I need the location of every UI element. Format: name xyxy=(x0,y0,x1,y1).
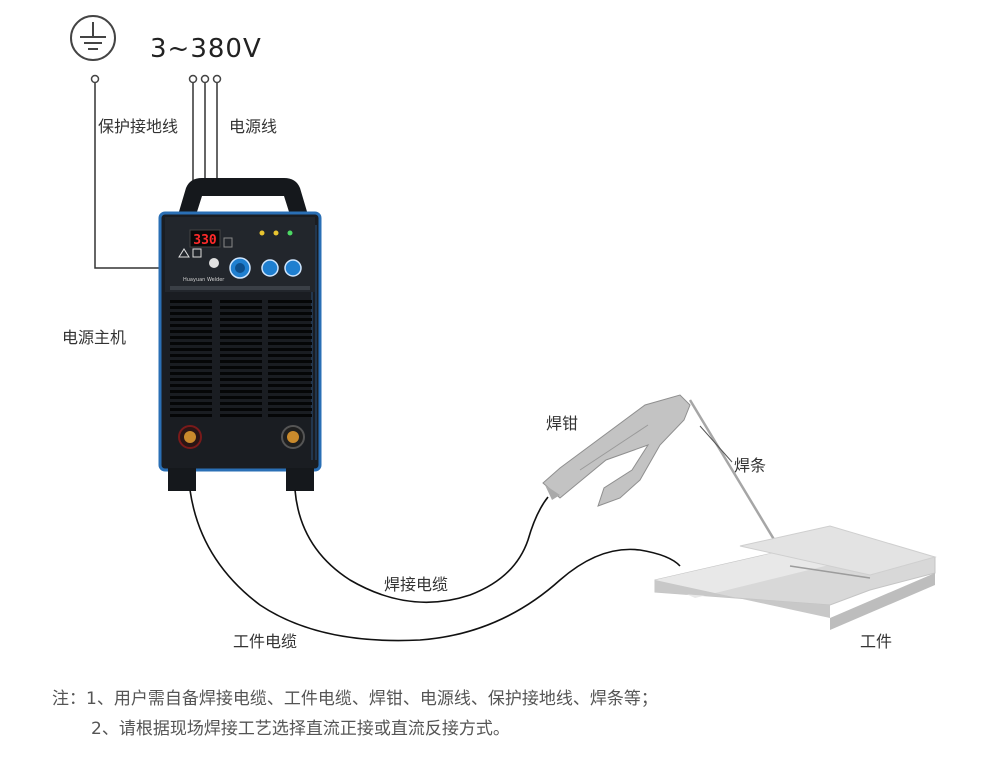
welding-cable-label: 焊接电缆 xyxy=(384,575,449,594)
left-foot xyxy=(168,468,196,491)
vent-slot xyxy=(220,378,262,381)
electrode-label: 焊条 xyxy=(734,456,767,475)
vent-slot xyxy=(170,336,212,339)
vent-slot xyxy=(220,402,262,405)
vent-slot xyxy=(170,306,212,309)
vent-slot xyxy=(268,414,312,417)
vent-slot xyxy=(220,396,262,399)
vent-slot xyxy=(170,378,212,381)
vent-slot xyxy=(268,378,312,381)
vent-slot xyxy=(268,360,312,363)
vent-slot xyxy=(170,300,212,303)
vent-slot xyxy=(220,384,262,387)
ground-wire-label: 保护接地线 xyxy=(98,117,179,136)
vent-slot xyxy=(268,384,312,387)
vent-slot xyxy=(268,318,312,321)
vent-slot xyxy=(220,324,262,327)
note-line-2: 2、请根据现场焊接工艺选择直流正接或直流反接方式。 xyxy=(91,719,510,739)
manual-icon xyxy=(192,248,202,258)
ground-symbol-icon xyxy=(70,15,116,61)
welding-machine: 330 Huayuan Welder xyxy=(158,178,322,491)
warning-icon xyxy=(178,248,190,258)
electrode-holder-label: 焊钳 xyxy=(546,414,579,433)
vent-slot xyxy=(220,300,262,303)
vent-slot xyxy=(268,396,312,399)
wire-terminals xyxy=(90,74,222,84)
arc-force-knob xyxy=(261,259,279,277)
vent-slot xyxy=(170,402,212,405)
vent-slot xyxy=(268,348,312,351)
power-wire-label: 电源线 xyxy=(229,117,278,136)
vent-slot xyxy=(268,336,312,339)
electrode-leader xyxy=(699,425,733,463)
vent-slot xyxy=(220,330,262,333)
vent-slot xyxy=(170,318,212,321)
vent-slot xyxy=(170,330,212,333)
vent-slot xyxy=(220,336,262,339)
vent-slot xyxy=(268,324,312,327)
vent-slot xyxy=(220,318,262,321)
vent-slot xyxy=(268,342,312,345)
vent-slot xyxy=(220,312,262,315)
vent-slot xyxy=(170,354,212,357)
machine-handle xyxy=(178,178,308,215)
indicator-leds xyxy=(259,230,293,236)
display-window xyxy=(189,229,221,248)
vent-slot xyxy=(170,396,212,399)
vent-grille xyxy=(170,300,312,417)
voltage-label: 3~380V xyxy=(150,34,262,64)
vent-slot xyxy=(220,306,262,309)
vent-slot xyxy=(170,348,212,351)
vent-slot xyxy=(170,324,212,327)
vent-slot xyxy=(170,384,212,387)
note-line-1: 注：1、用户需自备焊接电缆、工件电缆、焊钳、电源线、保护接地线、焊条等； xyxy=(52,689,658,709)
vent-slot xyxy=(220,360,262,363)
electrode-holder xyxy=(542,394,691,507)
vent-slot xyxy=(268,390,312,393)
vent-slot xyxy=(170,408,212,411)
right-foot xyxy=(286,468,314,491)
vent-slot xyxy=(170,390,212,393)
vent-slot xyxy=(220,408,262,411)
vent-slot xyxy=(170,366,212,369)
vent-slot xyxy=(220,372,262,375)
output-terminals xyxy=(178,425,305,449)
power-unit-label: 电源主机 xyxy=(62,328,127,347)
workpiece xyxy=(654,525,937,630)
vent-slot xyxy=(268,354,312,357)
vent-slot xyxy=(170,342,212,345)
vent-slot xyxy=(268,402,312,405)
display-readout: 330 xyxy=(193,233,217,248)
vent-slot xyxy=(170,372,212,375)
vent-slot xyxy=(268,372,312,375)
power-wires xyxy=(192,83,218,188)
vent-slot xyxy=(220,414,262,417)
work-cable-path xyxy=(189,489,681,642)
vent-slot xyxy=(170,360,212,363)
hot-start-knob xyxy=(284,259,302,277)
welding-cable-path xyxy=(294,489,549,604)
vent-slot xyxy=(170,414,212,417)
vent-slot xyxy=(268,312,312,315)
vent-slot xyxy=(268,408,312,411)
vent-slot xyxy=(268,330,312,333)
vent-slot xyxy=(220,390,262,393)
vent-slot xyxy=(268,306,312,309)
vent-slot xyxy=(220,366,262,369)
brand-text: Huayuan Welder xyxy=(183,277,225,283)
workpiece-label: 工件 xyxy=(860,632,893,651)
vent-slot xyxy=(220,354,262,357)
vent-slot xyxy=(268,300,312,303)
vent-slot xyxy=(268,366,312,369)
ground-wire xyxy=(94,83,168,269)
vent-slot xyxy=(220,348,262,351)
vent-slot xyxy=(170,312,212,315)
work-cable-label: 工件电缆 xyxy=(233,632,298,651)
vent-slot xyxy=(220,342,262,345)
